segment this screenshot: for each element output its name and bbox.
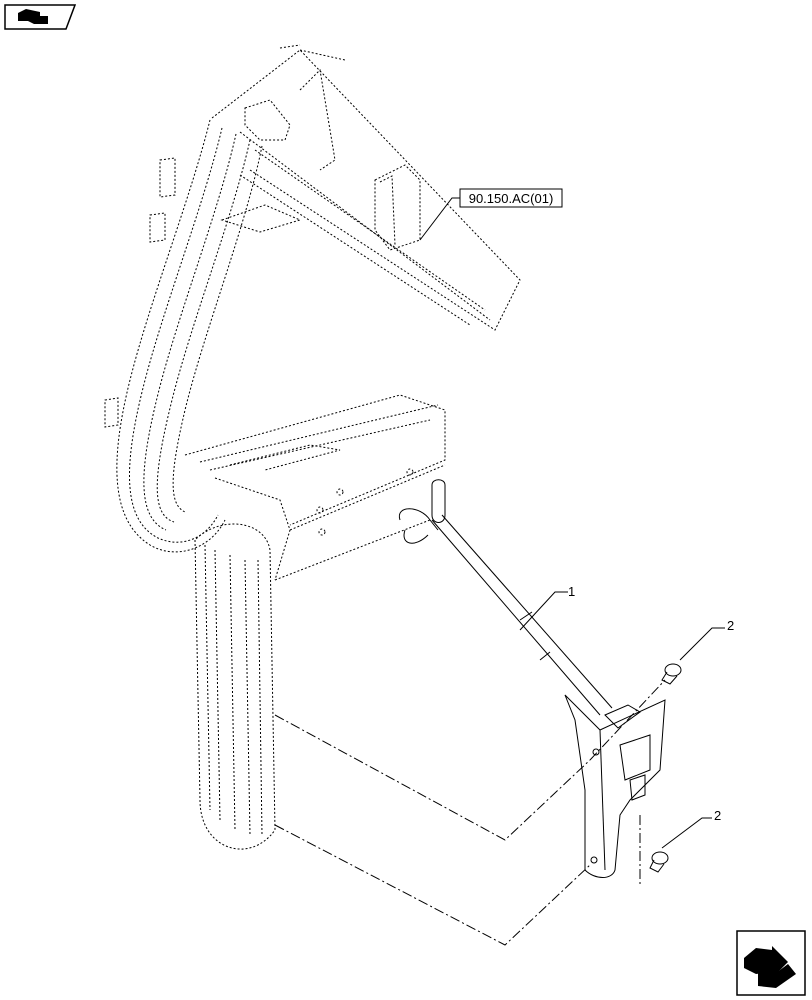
cab-frame: [104, 44, 521, 850]
callout-1[interactable]: 1: [519, 584, 575, 631]
part-2-bolt-upper: [661, 663, 682, 685]
callout-1-label: 1: [568, 584, 575, 599]
callout-2-lower[interactable]: 2: [661, 808, 721, 849]
alignment-lines: [274, 679, 666, 946]
part-1-support-rod: [398, 479, 666, 878]
previous-page-button[interactable]: [4, 4, 76, 30]
callout-2-lower-label: 2: [714, 808, 721, 823]
next-page-button[interactable]: [736, 930, 806, 996]
callout-2-upper-label: 2: [727, 618, 734, 633]
reference-label[interactable]: 90.150.AC(01): [419, 188, 563, 241]
next-page-arrow-icon: [744, 946, 796, 988]
callout-2-upper[interactable]: 2: [679, 618, 734, 661]
previous-page-arrow-icon: [18, 9, 48, 24]
reference-label-text: 90.150.AC(01): [469, 191, 554, 206]
part-2-bolt-lower: [649, 851, 669, 873]
